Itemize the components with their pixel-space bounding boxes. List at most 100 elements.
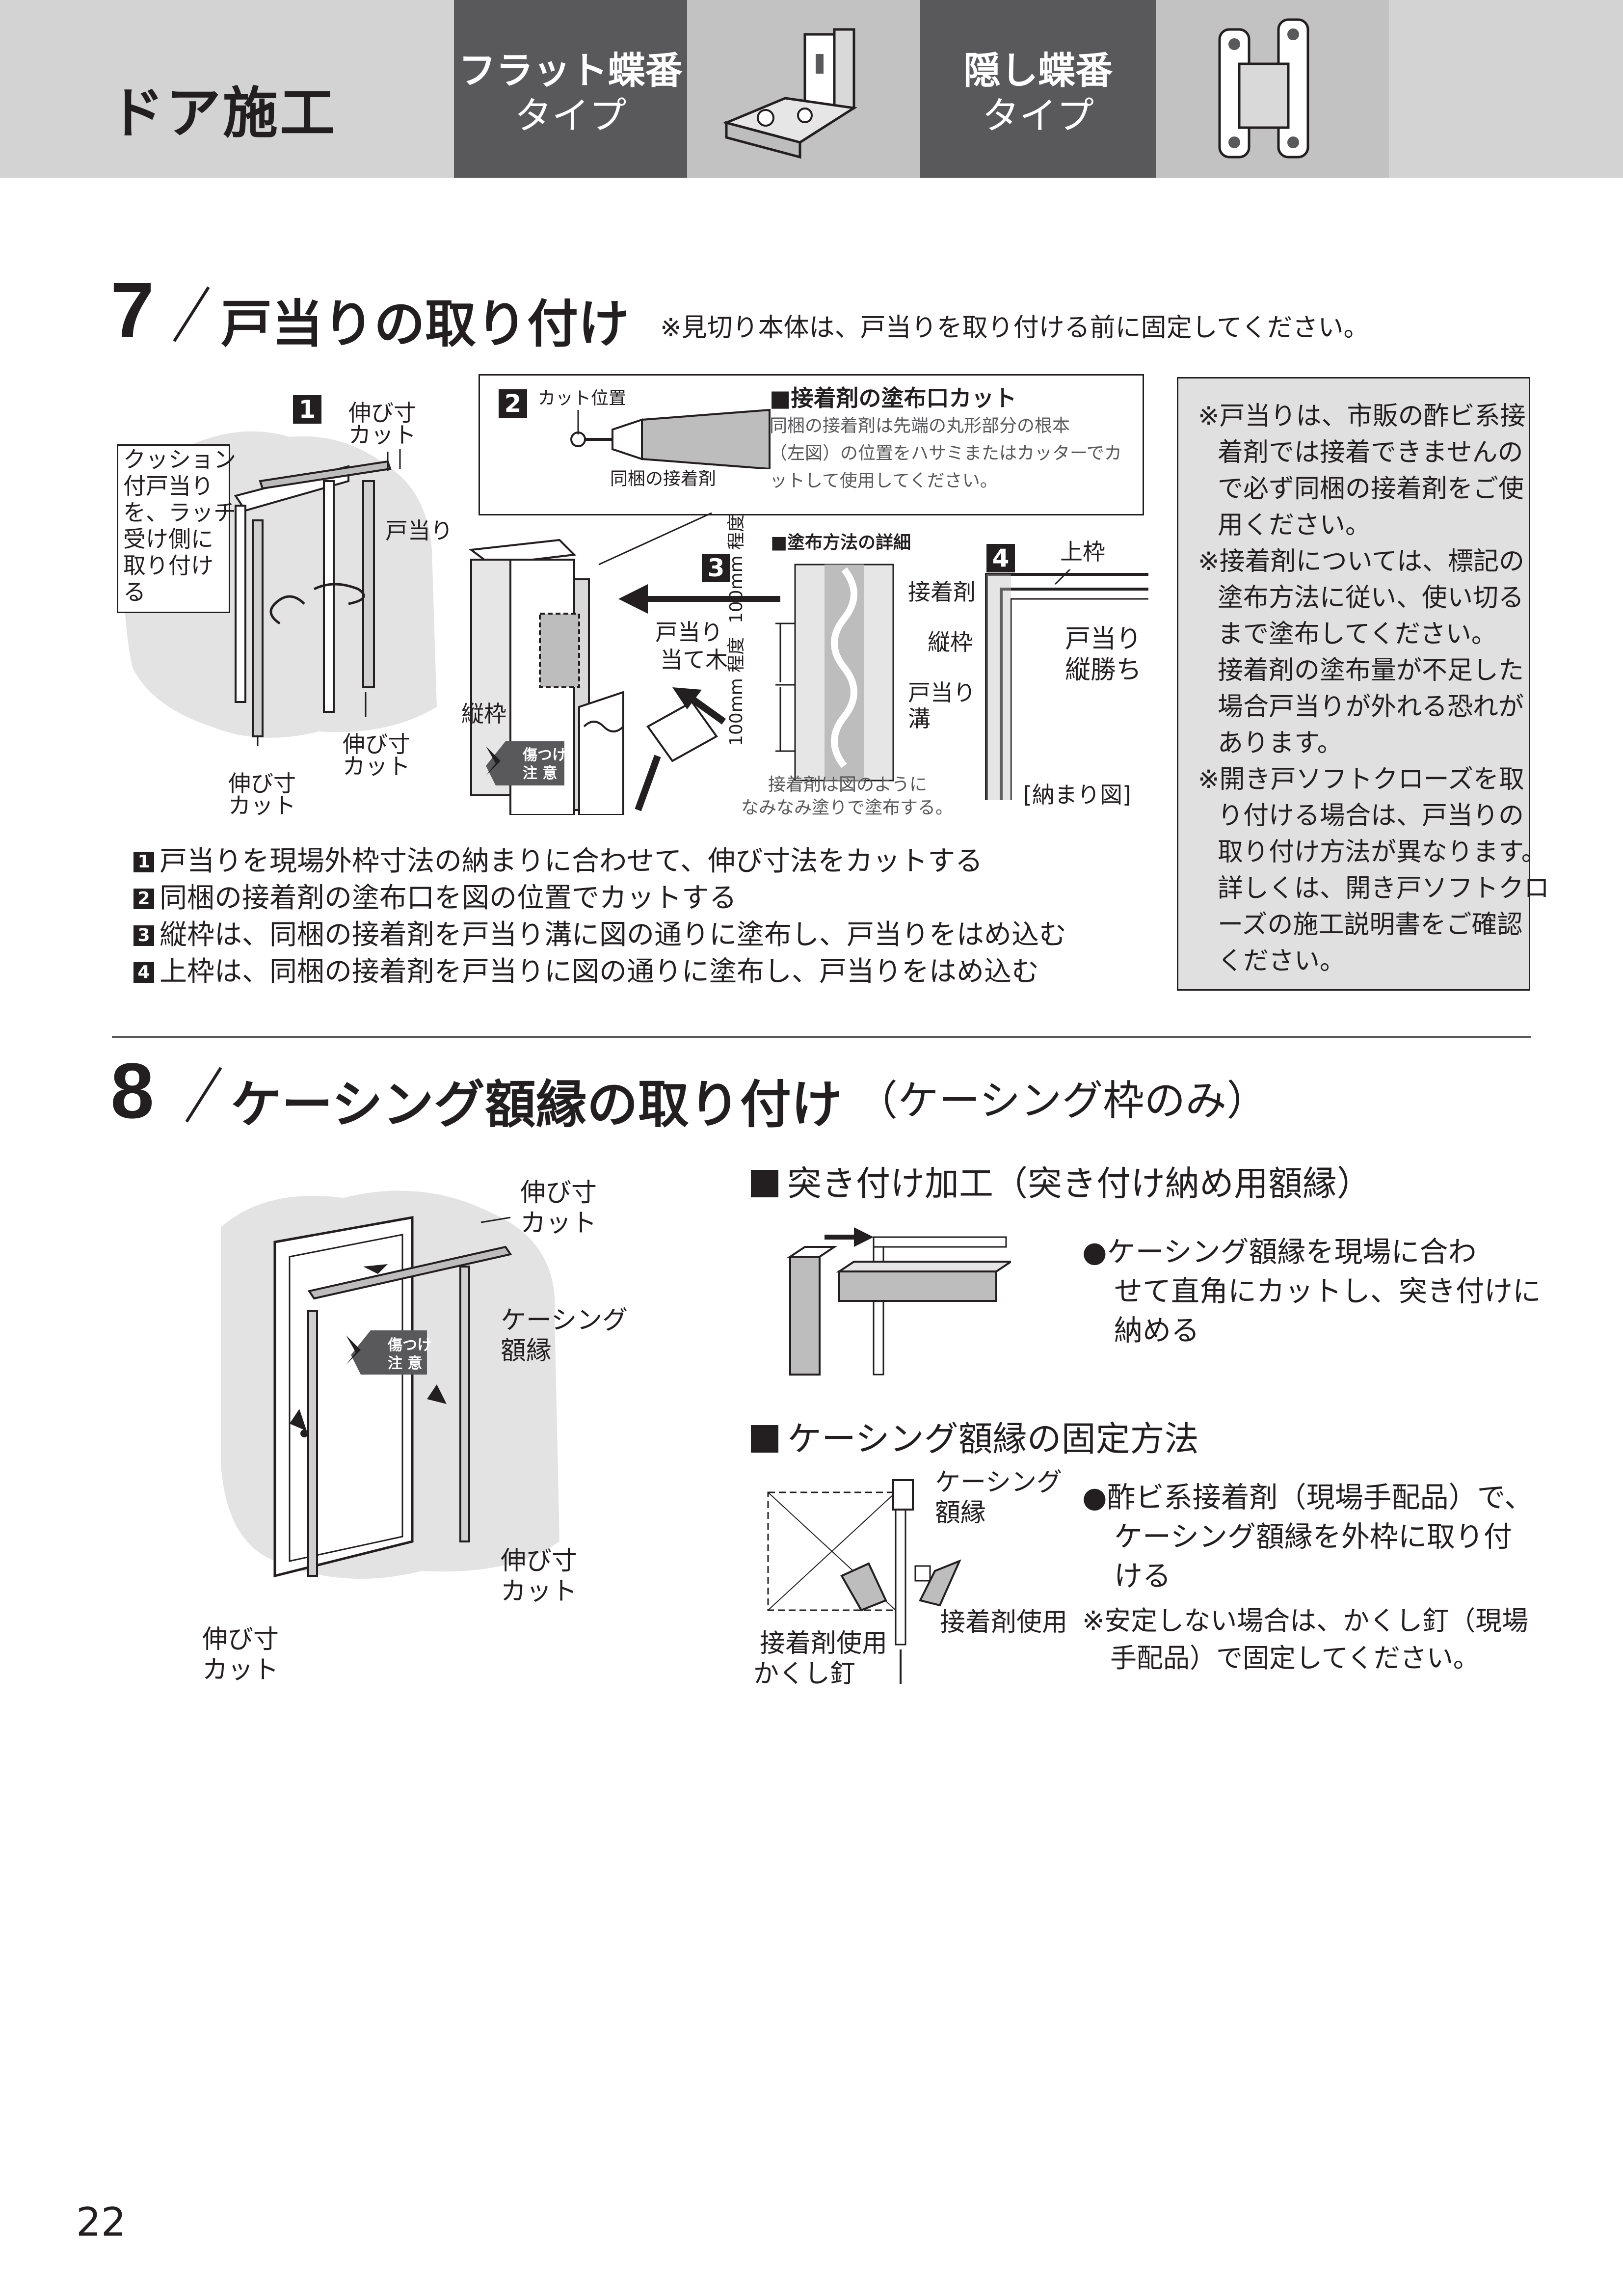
s8-cut-left: カット	[202, 1655, 279, 1685]
section8-number: 8	[110, 1047, 154, 1134]
note-line: ください。	[1218, 946, 1346, 976]
fixing-method-heading: ケーシング額縁の固定方法	[751, 1411, 1199, 1461]
fig3-dim-label: 100mm 程度	[726, 514, 746, 623]
section-divider	[112, 1036, 1531, 1038]
fig4-tategachi: 戸当り	[1065, 624, 1142, 654]
callout-line: 取り付け	[123, 552, 213, 579]
injury-warning-icon	[486, 741, 564, 785]
callout-line: クッション	[123, 446, 236, 473]
step-number: 4	[133, 962, 154, 983]
fig2-pointer	[598, 512, 712, 566]
fix-note-line: ※安定しない場合は、かくし釘（現場	[1082, 1605, 1529, 1636]
fig1-cut-left: カット	[228, 792, 296, 819]
note-line: 用ください。	[1218, 511, 1371, 540]
fig3-push-arrow-icon	[672, 687, 726, 725]
step-text: 上枠は、同梱の接着剤を戸当りに図の通りに塗布し、戸当りをはめ込む	[160, 956, 1039, 988]
butt-joint-heading: 突き付け加工（突き付け納め用額縁）	[751, 1156, 1371, 1206]
caution-note-box: ※戸当りは、市販の酢ビ系接 着剤では接着できませんの で必ず同梱の接着剤をご使 …	[1177, 377, 1549, 991]
fig4-tategachi: 縦勝ち	[1065, 655, 1142, 685]
s8-warn-label: 注 意	[388, 1355, 423, 1372]
fixing-method-heading-text: ケーシング額縁の固定方法	[787, 1419, 1199, 1459]
fig3-todari-ategi: 戸当り	[655, 619, 723, 646]
fig1-cut-right: カット	[343, 753, 410, 780]
fig2-desc-line: ットして使用してください。	[770, 471, 998, 491]
fig3-todari-ategi: 当て木	[660, 647, 728, 673]
fix-adhesive-use-right: 接着剤使用	[940, 1608, 1068, 1637]
fig2-cut-position: カット位置	[538, 388, 627, 408]
note-line: ※接着剤については、標記の	[1198, 547, 1524, 576]
flat-hinge-icon	[722, 28, 858, 159]
figure1-badge: 1	[293, 395, 321, 424]
note-line: 場合戸当りが外れる恐れが	[1218, 692, 1524, 722]
note-line: 取り付け方法が異なります。	[1218, 837, 1547, 867]
fig3-todari-mizo: 溝	[908, 705, 931, 732]
fig3-arrow-icon	[618, 584, 780, 614]
callout-line: 受け側に	[123, 526, 213, 552]
section8-subtitle: （ケーシング枠のみ）	[856, 1077, 1268, 1125]
s8-cut-top: 伸び寸	[520, 1178, 597, 1208]
section8-slash	[185, 1067, 222, 1123]
s8-warn-label: 傷つけ	[388, 1337, 432, 1354]
butt-bullet-line: ●ケーシング額縁を現場に合わ	[1082, 1235, 1477, 1269]
note-line: り付ける場合は、戸当りの	[1218, 801, 1524, 831]
butt-joint-drawing	[787, 1227, 1011, 1376]
step-text: 同梱の接着剤の塗布口を図の位置でカットする	[160, 882, 737, 914]
step-number: 2	[133, 889, 154, 909]
fig3-caption: なみなみ塗りで塗布する。	[741, 798, 954, 818]
callout-line: る	[123, 579, 146, 605]
s8-casing: ケーシング	[501, 1306, 628, 1335]
figure3-badge: 3	[702, 554, 730, 582]
fix-adhesive-use-left: 接着剤使用	[760, 1629, 888, 1658]
flat-hinge-image	[687, 0, 920, 178]
page-header: ドア施工 フラット蝶番 タイプ 隠し蝶番 タイプ	[0, 0, 1623, 178]
callout-line: 付戸当り	[123, 473, 213, 499]
step-text: 縦枠は、同梱の接着剤を戸当り溝に図の通りに塗布し、戸当りをはめ込む	[160, 919, 1066, 951]
fig3-detail-drawing	[775, 564, 894, 782]
figure2-badge: 2	[499, 389, 527, 418]
fig1-cut-top: カット	[348, 422, 416, 448]
section7-number: 7	[110, 266, 154, 354]
s8-cut-top: カット	[520, 1209, 597, 1238]
note-line: 着剤では接着できませんの	[1218, 438, 1523, 467]
section8-title: ケーシング額縁の取り付け	[231, 1075, 842, 1134]
fix-bullet-line: ける	[1114, 1559, 1171, 1593]
step-number: 3	[133, 925, 154, 946]
injury-warning-icon	[346, 1330, 427, 1375]
note-line: あります。	[1218, 729, 1343, 758]
fix-nail: かくし釘	[753, 1659, 856, 1689]
fig2-adhesive-label: 同梱の接着剤	[610, 469, 717, 489]
tab-flat-hinge: フラット蝶番 タイプ	[454, 0, 687, 178]
fig3-caption: 接着剤は図のように	[768, 775, 928, 795]
note-line: 接着剤の塗布量が不足した	[1218, 656, 1524, 685]
fix-casing: 額縁	[935, 1498, 986, 1528]
fix-casing: ケーシング	[935, 1468, 1062, 1497]
s8-cut-right: 伸び寸	[501, 1546, 578, 1576]
note-line: 詳しくは、開き戸ソフトクロ	[1218, 874, 1550, 903]
fig1-cut-left: 伸び寸	[228, 770, 296, 797]
fig1-todari-label: 戸当り	[385, 517, 453, 544]
note-line: で必ず同梱の接着剤をご使	[1218, 474, 1524, 504]
section7-note: ※見切り本体は、戸当りを取り付ける前に固定してください。	[660, 313, 1369, 343]
fig3-dim-label: 100mm 程度	[726, 637, 746, 746]
tab-flat-hinge-sub: タイプ	[514, 94, 627, 137]
fig1-cut-right: 伸び寸	[343, 731, 410, 757]
fix-bullet-line: ●酢ビ系接着剤（現場手配品）で、	[1082, 1481, 1533, 1514]
tab-flat-hinge-label: フラット蝶番	[458, 49, 683, 92]
page-number: 22	[76, 2199, 126, 2245]
note-line: まで塗布してください。	[1218, 620, 1497, 649]
fix-note-line: 手配品）で固定してください。	[1110, 1643, 1480, 1674]
section7-slash	[173, 286, 210, 342]
s8-casing: 額縁	[501, 1336, 552, 1366]
figure4-drawing	[985, 569, 1148, 800]
figure1-callout: クッション 付戸当り を、ラッチ 受け側に 取り付け る	[117, 444, 236, 613]
concealed-hinge-image	[1156, 0, 1389, 178]
butt-joint-heading-text: 突き付け加工（突き付け納め用額縁）	[787, 1163, 1371, 1204]
s8-cut-right: カット	[501, 1577, 578, 1606]
fig3-adhesive-label: 接着剤	[908, 579, 976, 605]
note-line: ※開き戸ソフトクローズを取	[1198, 765, 1524, 794]
fig4-uwawaku: 上枠	[1060, 539, 1105, 565]
fix-bullet-line: ケーシング額縁を外枠に取り付	[1114, 1520, 1512, 1553]
step-text: 戸当りを現場外枠寸法の納まりに合わせて、伸び寸法をカットする	[160, 845, 983, 877]
figure2-box: 2 カット位置 同梱の接着剤 ■接着剤の塗布口カット 同梱の接着剤は先端の丸形部…	[479, 374, 1144, 515]
fig2-desc-line: （左図）の位置をハサミまたはカッターでカ	[770, 443, 1122, 463]
